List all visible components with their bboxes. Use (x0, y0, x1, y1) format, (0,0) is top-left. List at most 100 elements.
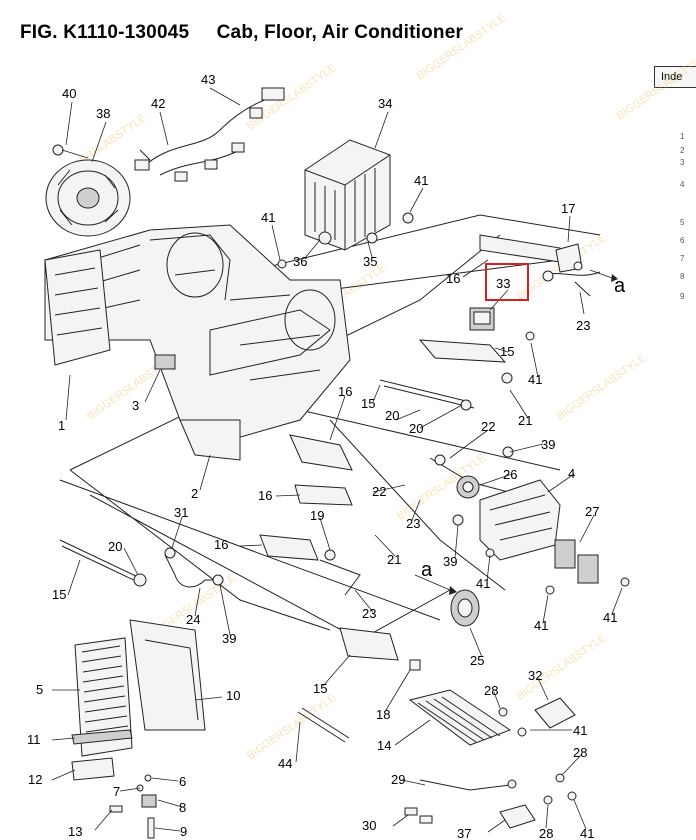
highlight-box-33 (485, 263, 529, 301)
index-strip-number: 7 (680, 254, 685, 263)
screw-41-e (545, 585, 555, 595)
callout-12: 12 (28, 772, 42, 787)
callout-26: 26 (503, 467, 517, 482)
resistor-33 (469, 307, 495, 331)
callout-36: 36 (293, 254, 307, 269)
screw-40 (52, 144, 89, 159)
clip-28-a (498, 707, 508, 717)
cover-10 (129, 619, 206, 731)
callout-25: 25 (470, 653, 484, 668)
flap-16-a (289, 434, 353, 471)
callout-5: 5 (36, 682, 43, 697)
callout-28: 28 (484, 683, 498, 698)
lower-linkage (164, 554, 215, 588)
evaporator-core (74, 637, 133, 757)
seal-12 (71, 757, 115, 781)
callout-23: 23 (406, 516, 420, 531)
callout-16: 16 (446, 271, 460, 286)
callouts: 40 38 42 43 34 41 41 36 35 17 16 33 a 23… (27, 72, 626, 840)
rod-15-b (59, 539, 143, 585)
callout-16: 16 (338, 384, 352, 399)
lower-duct (179, 419, 241, 461)
callout-27: 27 (585, 504, 599, 519)
index-strip-number: 8 (680, 272, 685, 281)
callout-15: 15 (313, 681, 327, 696)
wiring-harness (134, 87, 285, 182)
callout-3: 3 (132, 398, 139, 413)
pipe-44 (297, 707, 350, 743)
callout-15: 15 (361, 396, 375, 411)
callout-17: 17 (561, 201, 575, 216)
callout-35: 35 (363, 254, 377, 269)
callout-41: 41 (528, 372, 542, 387)
index-strip-number: 6 (680, 236, 685, 245)
screw-35 (366, 232, 378, 244)
rod-23 (319, 559, 361, 596)
callout-14: 14 (377, 738, 391, 753)
callout-30: 30 (362, 818, 376, 833)
watermark-text: BIGGERSLABSTYLE (415, 12, 509, 82)
cover-10-edge (144, 639, 199, 721)
callout-20: 20 (385, 408, 399, 423)
housing-ribs (489, 494, 553, 541)
callout-41: 41 (414, 173, 428, 188)
callout-39: 39 (222, 631, 236, 646)
callout-39: 39 (443, 554, 457, 569)
watermark-text: BIGGERSLABSTYLE (245, 62, 339, 132)
callout-10: 10 (226, 688, 240, 703)
index-tab[interactable]: Inde (654, 66, 696, 88)
callout-21: 21 (387, 552, 401, 567)
callout-39: 39 (541, 437, 555, 452)
callout-18: 18 (376, 707, 390, 722)
callout-11: 11 (27, 732, 41, 747)
duct-32 (534, 697, 576, 729)
lever-21-a (501, 372, 513, 384)
screw-41-b (277, 259, 287, 269)
callout-21: 21 (518, 413, 532, 428)
callout-28: 28 (573, 745, 587, 760)
callout-8: 8 (179, 800, 186, 815)
callout-a-lower: a (421, 559, 433, 581)
clamp-18 (409, 659, 421, 671)
motor-25 (450, 589, 480, 627)
index-strip-number: 1 (680, 132, 685, 141)
callout-24: 24 (186, 612, 200, 627)
clip-28-c (543, 795, 553, 805)
callout-20: 20 (108, 539, 122, 554)
callout-44: 44 (278, 756, 292, 771)
callout-2: 2 (191, 486, 198, 501)
hose-29 (419, 779, 511, 791)
callout-41: 41 (261, 210, 275, 225)
screw-41-d (620, 577, 630, 587)
callout-33: 33 (496, 276, 510, 291)
callout-a-upper: a (614, 275, 626, 297)
callout-31: 31 (174, 505, 188, 520)
clips-30 (404, 807, 433, 824)
watermark-text: BIGGERSLABSTYLE (245, 692, 339, 762)
callout-15: 15 (52, 587, 66, 602)
callout-32: 32 (528, 668, 542, 683)
callout-9: 9 (180, 824, 187, 839)
callout-41: 41 (603, 610, 617, 625)
callout-1: 1 (58, 418, 65, 433)
flap-16-b (294, 484, 353, 506)
screw-41-a (402, 212, 414, 224)
callout-34: 34 (378, 96, 392, 111)
callout-22: 22 (481, 419, 495, 434)
callout-43: 43 (201, 72, 215, 87)
callout-40: 40 (62, 86, 76, 101)
callout-23: 23 (362, 606, 376, 621)
index-strip-number: 5 (680, 218, 685, 227)
clip-28-b (555, 773, 565, 783)
heater-core-14 (408, 689, 512, 746)
callout-42: 42 (151, 96, 165, 111)
parts-artwork (44, 87, 630, 839)
screw-36 (318, 231, 332, 245)
callout-15: 15 (500, 344, 514, 359)
oring-6 (144, 774, 152, 782)
callout-29: 29 (391, 772, 405, 787)
callout-41: 41 (573, 723, 587, 738)
callout-38: 38 (96, 106, 110, 121)
